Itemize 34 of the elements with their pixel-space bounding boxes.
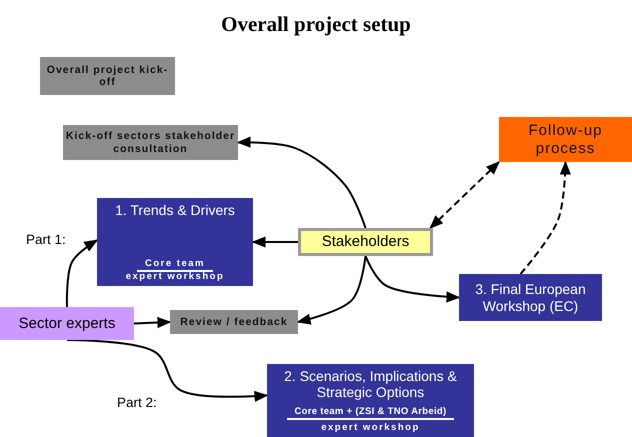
diagram-title: Overall project setup (220, 12, 412, 37)
dashed-arrow (520, 160, 571, 275)
arrow (134, 316, 172, 328)
workshop-label: expert workshop (126, 272, 224, 283)
arrow (66, 239, 98, 308)
workshop-label: expert workshop (321, 423, 420, 434)
workshop-box (267, 364, 474, 437)
arrow (296, 256, 366, 325)
node-title: Sector experts (18, 314, 116, 332)
step-box (170, 310, 298, 334)
node-title: Review / feedback (180, 316, 288, 328)
node-title: Kick-off sectors stakeholder consultation (64, 130, 236, 155)
workshop-box (459, 274, 602, 321)
arrow (364, 256, 460, 303)
expert-box (0, 307, 134, 340)
node-title: 1. Trends & Drivers (115, 202, 235, 218)
process-box (499, 117, 632, 162)
dashed-arrow (429, 161, 500, 229)
node-title: 3. Final European Workshop (EC) (474, 281, 587, 314)
part-label: Part 2: (117, 395, 157, 410)
arrow (67, 339, 268, 402)
arrow (252, 236, 298, 248)
step-box (63, 125, 238, 160)
stakeholder-box (298, 228, 433, 256)
part-label: Part 1: (26, 232, 66, 247)
node-title: Overall project kick-off (46, 64, 170, 88)
arrow (236, 136, 366, 228)
node-title: Stakeholders (322, 233, 410, 251)
node-title: Follow-up process (527, 122, 604, 157)
team-label: Core team (137, 259, 213, 272)
step-box (40, 57, 175, 95)
team-label: Core team + (ZSI & TNO Arbeid) (286, 407, 454, 420)
node-title: 2. Scenarios, Implications & Strategic Options (283, 368, 458, 400)
workshop-box (97, 198, 253, 286)
